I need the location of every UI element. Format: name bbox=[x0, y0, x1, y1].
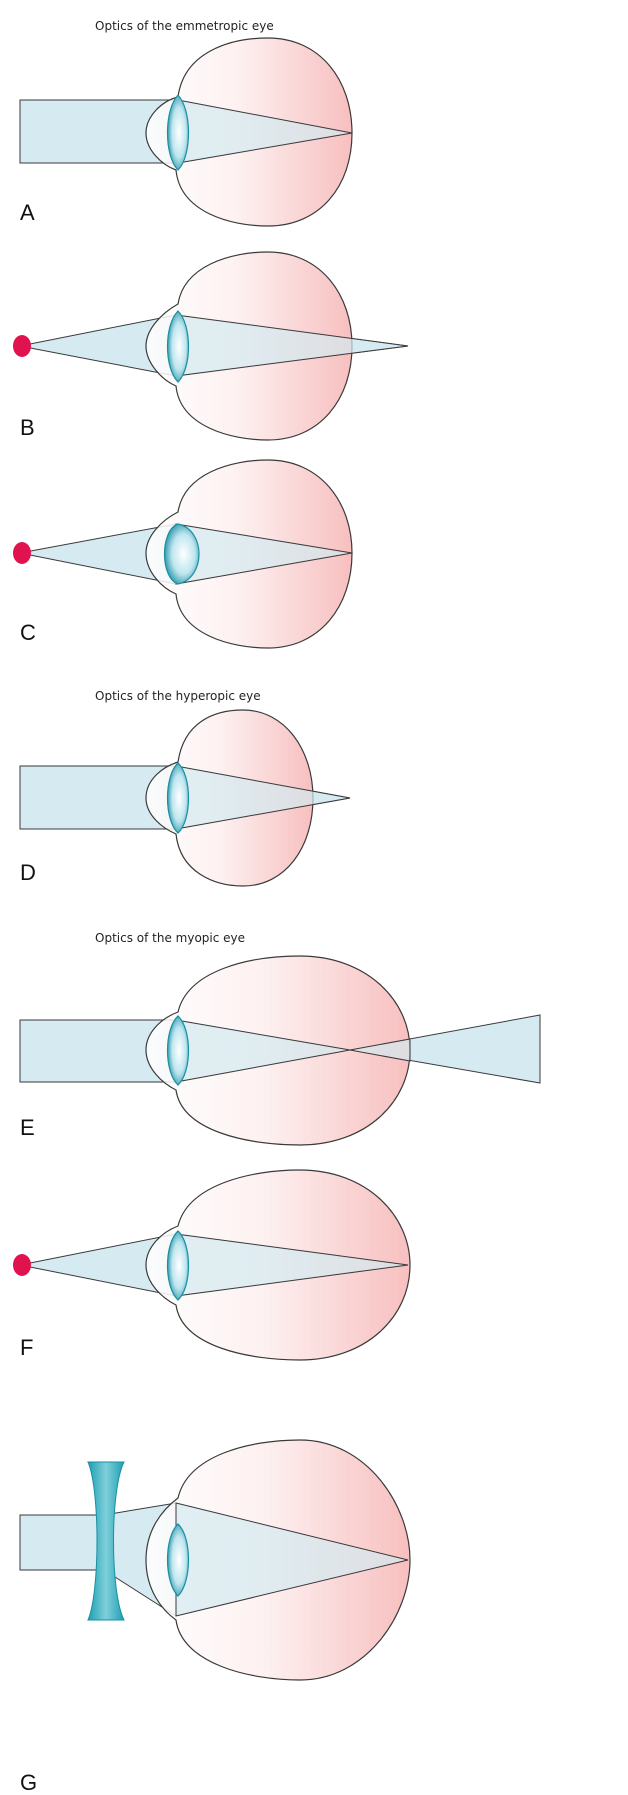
crystalline-lens bbox=[166, 94, 190, 171]
panel-label-e: E bbox=[20, 1115, 35, 1140]
panel-label-a: A bbox=[20, 200, 35, 225]
panel-label-c: C bbox=[20, 620, 36, 645]
heading-myopic: Optics of the myopic eye bbox=[95, 931, 245, 945]
point-source bbox=[13, 335, 31, 357]
crystalline-lens bbox=[166, 762, 190, 834]
accommodated-lens bbox=[163, 523, 200, 585]
crystalline-lens bbox=[166, 310, 190, 383]
point-source bbox=[13, 542, 31, 564]
panel-label-d: D bbox=[20, 860, 36, 885]
point-source bbox=[13, 1254, 31, 1276]
panel-f bbox=[13, 1169, 411, 1361]
panel-e bbox=[19, 955, 541, 1146]
panel-label-f: F bbox=[20, 1335, 33, 1360]
crystalline-lens bbox=[166, 1015, 190, 1086]
crystalline-lens bbox=[166, 1230, 190, 1301]
panel-d bbox=[19, 709, 351, 887]
panel-g bbox=[19, 1439, 411, 1681]
panel-a bbox=[19, 37, 353, 227]
heading-hyperopic: Optics of the hyperopic eye bbox=[95, 689, 261, 703]
light-beam bbox=[19, 1514, 105, 1571]
diverging-beam bbox=[349, 1038, 411, 1062]
panel-label-g: G bbox=[20, 1770, 37, 1795]
crystalline-lens bbox=[166, 1523, 190, 1597]
concave-corrective-lens bbox=[87, 1461, 125, 1621]
panel-label-b: B bbox=[20, 415, 35, 440]
panel-b bbox=[13, 251, 409, 441]
heading-emmetropic: Optics of the emmetropic eye bbox=[95, 19, 274, 33]
panel-c bbox=[13, 459, 353, 649]
